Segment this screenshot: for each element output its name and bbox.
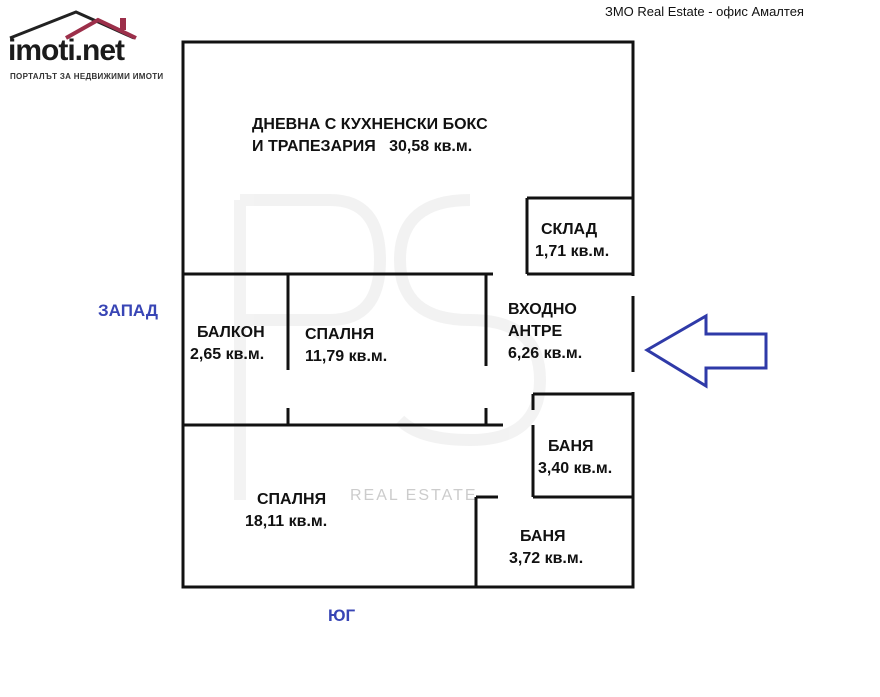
room-bath2: БАНЯ 3,72 кв.м. <box>509 526 583 570</box>
room-bath2-area: 3,72 кв.м. <box>509 550 584 567</box>
room-balcony-area: 2,65 кв.м. <box>190 346 265 363</box>
room-entrance-line2: АНТРЕ <box>508 323 563 340</box>
entrance-arrow-icon <box>644 313 768 389</box>
room-bath1-name: БАНЯ <box>548 438 594 455</box>
watermark-logo <box>234 194 547 500</box>
logo-imoti: imoti <box>8 34 76 67</box>
room-storage-area: 1,71 кв.м. <box>535 243 610 260</box>
direction-west: ЗАПАД <box>98 301 158 320</box>
room-bedroom2-area: 18,11 кв.м. <box>245 513 328 530</box>
logo-tagline: ПОРТАЛЪТ ЗА НЕДВИЖИМИ ИМОТИ <box>10 72 164 81</box>
room-bedroom2-name: СПАЛНЯ <box>257 491 327 508</box>
room-bath2-name: БАНЯ <box>520 528 566 545</box>
imoti-logo[interactable]: imoti.net ПОРТАЛЪТ ЗА НЕДВИЖИМИ ИМОТИ <box>6 8 166 88</box>
agency-label: ЗМО Real Estate - офис Амалтея <box>605 4 804 19</box>
room-bath1: БАНЯ 3,40 кв.м. <box>538 436 612 480</box>
room-entrance-line1: ВХОДНО <box>508 301 577 318</box>
walls <box>181 40 635 589</box>
house-roof-icon <box>9 10 137 40</box>
logo-net: .net <box>74 34 125 67</box>
room-bedroom1-name: СПАЛНЯ <box>305 326 375 343</box>
room-balcony: БАЛКОН 2,65 кв.м. <box>190 322 265 366</box>
watermark-text: REAL ESTATE <box>350 487 478 504</box>
room-storage: СКЛАД 1,71 кв.м. <box>535 219 609 263</box>
logo-wordmark: imoti.net <box>8 34 125 68</box>
room-entrance-area: 6,26 кв.м. <box>508 345 583 362</box>
room-balcony-name: БАЛКОН <box>197 324 265 341</box>
room-bath1-area: 3,40 кв.м. <box>538 460 613 477</box>
room-living-line1: ДНЕВНА С КУХНЕНСКИ БОКС <box>252 116 488 133</box>
room-bedroom1-area: 11,79 кв.м. <box>305 348 388 365</box>
direction-south: ЮГ <box>328 606 356 625</box>
outer-wall <box>181 40 635 589</box>
room-living-line2: И ТРАПЕЗАРИЯ 30,58 кв.м. <box>252 138 473 155</box>
room-living: ДНЕВНА С КУХНЕНСКИ БОКС И ТРАПЕЗАРИЯ 30,… <box>252 114 488 158</box>
room-bedroom2: СПАЛНЯ 18,11 кв.м. <box>245 489 327 533</box>
room-storage-name: СКЛАД <box>541 221 598 238</box>
room-bedroom1: СПАЛНЯ 11,79 кв.м. <box>305 324 387 368</box>
room-entrance: ВХОДНО АНТРЕ 6,26 кв.м. <box>508 299 582 365</box>
